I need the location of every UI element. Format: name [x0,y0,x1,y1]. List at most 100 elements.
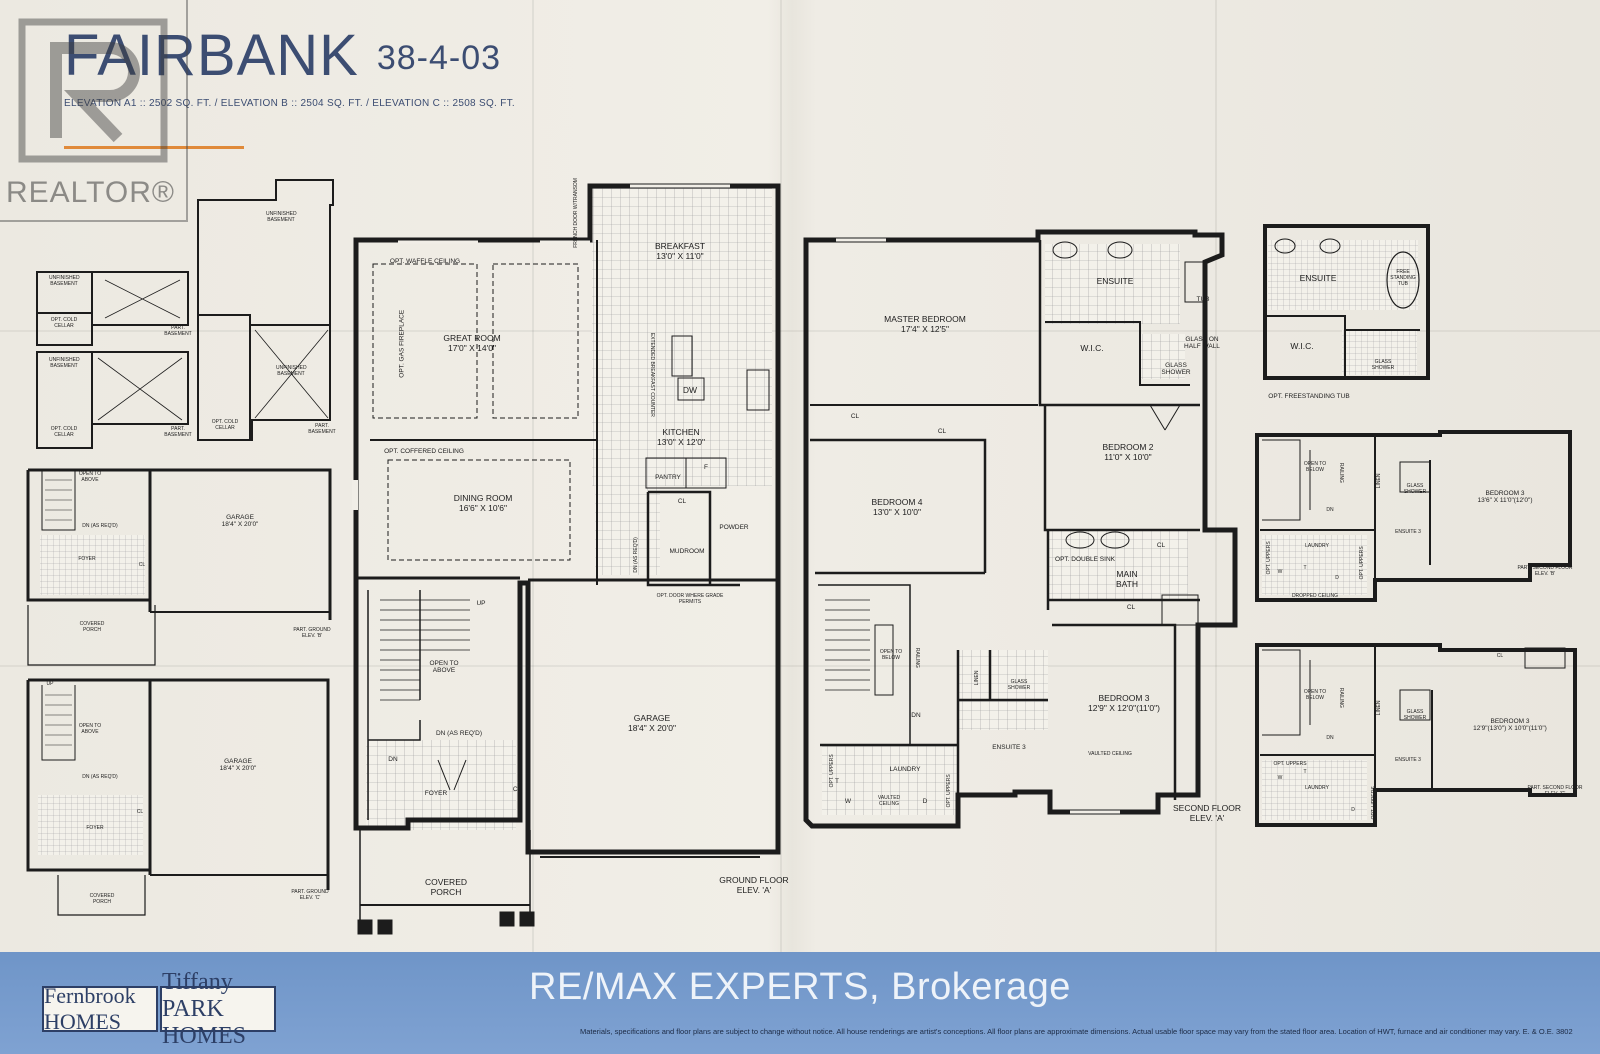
paper-fold [0,330,1600,332]
note-glass-shower: GLASS SHOWER [1403,483,1427,495]
stairs-down-label: DN (AS REQ'D) [435,730,483,737]
caption-ground-b: PART. GROUND ELEV. 'B' [293,627,331,639]
title-rule [64,146,244,149]
note-open-to-below: OPEN TO BELOW [879,649,903,661]
room-label-ensuite: ENSUITE [1096,276,1134,286]
room-label-ensuite-3: ENSUITE 3 [992,744,1026,751]
caption-ground-floor-a: GROUND FLOOR ELEV. 'A' [719,875,789,895]
note-double-sink: OPT. DOUBLE SINK [1055,556,1115,563]
room-label-main-bath: MAIN BATH [1115,569,1139,589]
note-glass-half-wall: GLASS ON HALF WALL [1184,336,1220,351]
room-label-unfinished-basement: UNFINISHED BASEMENT [49,357,80,369]
note-gas-fireplace: OPT. GAS FIREPLACE [398,309,406,378]
brokerage-name: RE/MAX EXPERTS, Brokerage [529,966,1071,1008]
disclaimer-text: Materials, specifications and floor plan… [580,1027,1573,1036]
room-label-unfinished-basement: UNFINISHED BASEMENT [49,275,80,287]
note-railing: RAILING [913,647,920,668]
note-glass-shower: GLASS SHOWER [1403,709,1427,721]
appliance-washer: W [1277,775,1283,781]
note-open-to-above: OPEN TO ABOVE [78,471,102,483]
ground-floor-plan [352,183,781,935]
elevation-sqft: ELEVATION A1 :: 2502 SQ. FT. / ELEVATION… [64,98,515,109]
note-breakfast-counter: EXTENDED BREAKFAST COUNTER [648,332,655,417]
appliance-washer: W [1277,569,1283,575]
elev-c-second-plan [1255,643,1577,827]
room-label-pantry: PANTRY [655,474,681,481]
closet-linen: LINEN [974,670,981,686]
caption-freestanding-tub: OPT. FREESTANDING TUB [1268,393,1350,400]
note-open-to-above: OPEN TO ABOVE [78,723,102,735]
room-label-covered-porch: COVERED PORCH [79,621,105,633]
closet-label: CL [512,786,522,793]
closet-label: CL [677,498,687,505]
room-label-unfinished-basement: UNFINISHED BASEMENT [266,211,297,223]
tiffany-logo: Tiffany PARK HOMES [160,969,276,1049]
stairs-up-label: UP [46,681,54,687]
caption-second-floor-b: PART. SECOND FLOOR ELEV. 'B' [1517,565,1573,577]
note-open-to-below: OPEN TO BELOW [1303,689,1327,701]
closet-label: CL [136,809,144,815]
basement-plans [36,179,334,449]
closet-label: CL [937,428,947,435]
appliance-dryer: D [1351,807,1355,813]
note-optional-uppers: OPT. UPPERS [946,774,953,808]
closet-label: CL [1126,604,1136,611]
note-optional-door: OPT. DOOR WHERE GRADE PERMITS [656,593,724,605]
closet-linen: LINEN [1376,473,1383,489]
closet-label: CL [1496,653,1504,659]
caption-part-basement: PART. BASEMENT [164,426,192,438]
second-floor-plan [803,229,1238,829]
realtor-watermark: REALTOR® [0,0,188,222]
caption-part-basement: PART. BASEMENT [308,423,336,435]
closet-label: CL [138,562,146,568]
room-label-foyer: FOYER [424,790,448,797]
elev-c-ground-plan [26,678,330,916]
paper-fold [532,0,534,1054]
appliance-fridge: F [704,464,708,471]
fixture-freestanding-tub: FREE STANDING TUB [1390,269,1416,287]
room-label-unfinished-basement: UNFINISHED BASEMENT [276,365,307,377]
room-label-foyer: FOYER [78,556,96,562]
stairs-down-label: DN [388,756,398,763]
stairs-down-label: DN (AS REQ'D) [82,523,118,529]
stairs-down-label: DN [911,712,921,719]
model-code: 38-4-03 [376,39,502,77]
laundry-tub: T [1303,769,1307,775]
appliance-dryer: D [922,798,928,805]
caption-part-basement: PART. BASEMENT [164,325,192,337]
note-open-to-above: OPEN TO ABOVE [429,660,459,675]
appliance-washer: W [844,798,852,805]
room-label-covered-porch: COVERED PORCH [424,877,468,897]
room-label-covered-porch: COVERED PORCH [89,893,115,905]
tub-option-plan [1263,224,1430,380]
note-open-to-below: OPEN TO BELOW [1303,461,1327,473]
note-french-door: FRENCH DOOR W/TRANSOM [573,178,580,248]
elev-b-ground-plan [26,468,332,666]
laundry-tub: T [835,778,839,785]
note-coffered-ceiling: OPT. COFFERED CEILING [384,448,464,455]
laundry-tub: T [1303,565,1307,571]
appliance-dryer: D [1335,575,1339,581]
note-vaulted-ceiling: VAULTED CEILING [1088,751,1132,757]
realtor-text: REALTOR® [6,176,176,209]
caption-second-floor-a: SECOND FLOOR ELEV. 'A' [1172,803,1241,823]
room-label-powder: POWDER [719,524,749,531]
note-optional-uppers: OPT. UPPERS [1273,761,1307,767]
note-glass-shower: GLASS SHOWER [1371,359,1395,371]
note-glass-shower: GLASS SHOWER [1161,362,1191,377]
room-label-laundry: LAUNDRY [889,766,921,773]
room-label-walk-in-closet: W.I.C. [1290,341,1314,351]
room-label-walk-in-closet: W.I.C. [1080,343,1104,353]
note-optional-uppers: OPT. UPPERS [1359,546,1366,580]
